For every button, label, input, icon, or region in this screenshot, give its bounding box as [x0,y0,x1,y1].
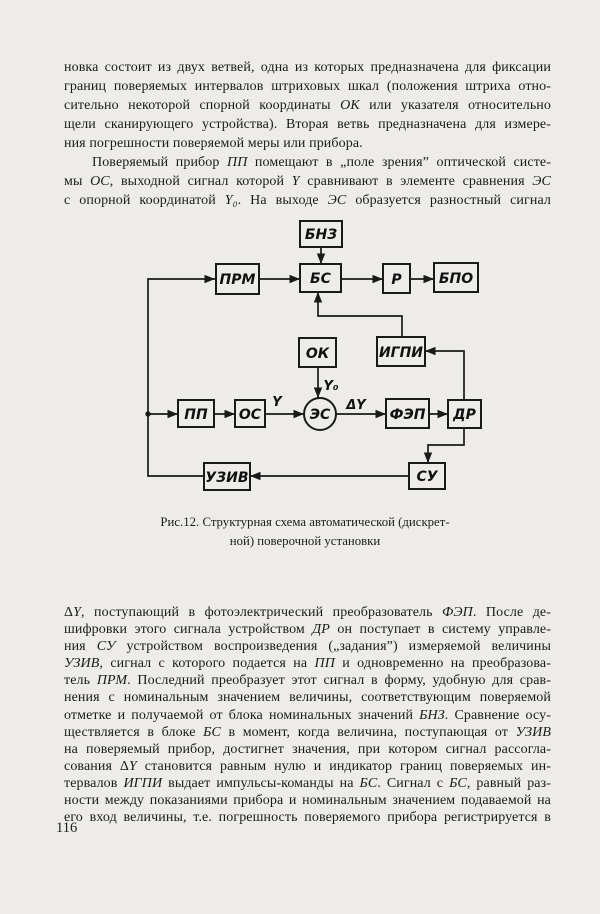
text-line: нения с номинальным значением величины, … [64,690,551,706]
text-line: на поверяемый прибор, достигнет значения… [64,741,551,757]
wire-dr-to-su [423,428,465,463]
block-prm: ПРМ [215,263,260,295]
text-line: с опорной координатой Y₀. На выходе ЭС о… [64,193,551,208]
text-line: сительно некоторой спорной координаты ОК… [64,98,551,113]
block-bs: БС [299,263,342,293]
svg-text:УЗИВ: УЗИВ [205,470,248,486]
svg-text:СУ: СУ [416,469,438,485]
text-line: отметке и получаемой от блока номинальны… [64,707,551,723]
svg-text:ФЭП: ФЭП [390,407,426,423]
wire-igpi-to-bs [313,292,403,337]
text-line: ния СУ устройством воспроизведения („зад… [64,639,551,655]
figure-caption-line: Рис.12. Структурная схема автоматической… [160,515,450,529]
text-line: тервалов ИГПИ выдает импульсы-команды на… [64,775,551,791]
page-number: 116 [56,820,78,836]
block-su: СУ [408,462,446,490]
block-bpo: БПО [433,262,479,293]
svg-text:Р: Р [391,272,402,288]
text-line: ния погрешности поверяемой меры или приб… [64,136,363,151]
text-line: ности между показаниями прибора и номина… [64,793,551,809]
text-line: шифровки этого сигнала устройством ДР он… [64,622,551,638]
block-igpi: ИГПИ [376,336,426,367]
text-line: границ поверяемых интервалов штриховых ш… [64,79,551,94]
block-os: ОС [234,399,266,428]
bottom-text-block: ΔY, поступающий в фотоэлектрический прео… [64,604,551,826]
text-line: ществляется в блоке БС в момент, когда в… [64,724,551,740]
text-line: УЗИВ, сигнал с которого подается на ПП и… [64,656,551,672]
svg-text:БПО: БПО [439,271,473,287]
text-line: ΔY, поступающий в фотоэлектрический прео… [64,605,551,620]
signal-label-y0: Y₀ [323,379,338,394]
wire-dr-to-igpi [425,346,465,400]
wire-uziv-rail-to-prm [147,274,215,477]
figure-caption: Рис.12. Структурная схема автоматической… [60,513,550,551]
text-line: новка состоит из двух ветвей, одна из ко… [64,60,551,75]
svg-text:БС: БС [310,271,332,287]
block-pp: ПП [177,399,215,428]
text-line: сования ΔY становится равным нулю и инди… [64,758,551,774]
block-r: Р [382,263,411,294]
text-line: его вход величины, т.е. погрешность пове… [64,810,551,826]
svg-text:ИГПИ: ИГПИ [379,345,423,361]
block-es-comparator: ЭС [303,397,337,431]
svg-text:ОС: ОС [239,407,262,423]
block-ok: ОК [298,337,337,368]
signal-label-y: Y [272,395,283,410]
junction-dot [145,411,151,417]
block-fep: ФЭП [385,398,430,429]
signal-label-dy: ΔY [345,398,367,413]
figure-caption-line: ной) поверочной установки [229,534,381,548]
svg-text:ДР: ДР [452,407,476,423]
svg-text:ПП: ПП [184,407,208,423]
text-line: Поверяемый прибор ПП помещают в „поле зр… [92,155,551,170]
top-text-block: новка состоит из двух ветвей, одна из ко… [64,58,551,210]
block-uziv: УЗИВ [203,462,251,491]
svg-text:БНЗ: БНЗ [305,227,337,243]
svg-text:ПРМ: ПРМ [220,272,256,288]
text-line: мы ОС, выходной сигнал которой Y сравнив… [64,174,551,189]
svg-text:ОК: ОК [306,346,330,362]
block-dr: ДР [447,399,482,429]
svg-text:ЭС: ЭС [310,407,331,423]
block-bnz: БНЗ [299,220,343,248]
text-line: щели сканирующего устройства). Вторая ве… [64,117,551,132]
text-line: тель ПРМ. Последний преобразует этот сиг… [64,673,551,689]
